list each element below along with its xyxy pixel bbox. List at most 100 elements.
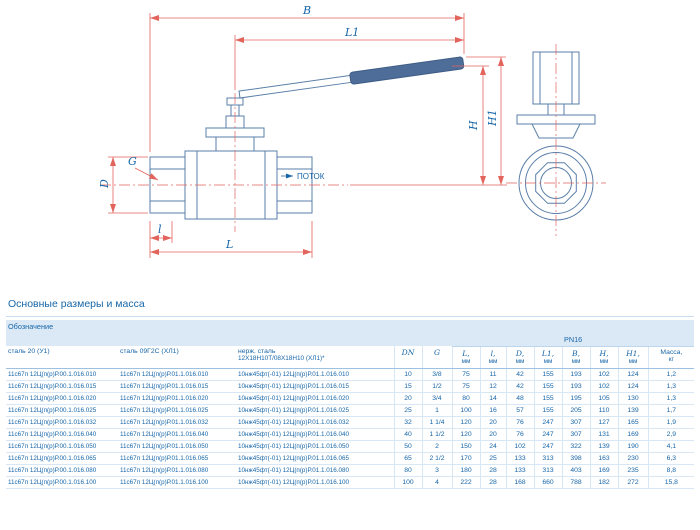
value-cell: 6,3 — [647, 451, 695, 464]
column-header: G — [421, 346, 452, 369]
value-cell: 14 — [479, 391, 506, 404]
column-header: Масса,кг — [647, 346, 695, 369]
value-cell: 1,9 — [647, 415, 695, 428]
value-cell: 3 — [421, 463, 452, 476]
value-cell: 139 — [617, 403, 648, 416]
value-cell: 1 — [421, 403, 452, 416]
value-cell: 16 — [479, 403, 506, 416]
handle-lever — [238, 74, 354, 99]
value-cell: 2,9 — [647, 427, 695, 440]
designation-label: Обозначение — [6, 320, 695, 333]
valve-side-view — [506, 44, 606, 236]
designation-cell: 11с67п 12Ц(п(р)Р.01.1.016.015 — [118, 379, 236, 392]
value-cell: 24 — [479, 439, 506, 452]
designation-cell: 10нж45фт(-01) 12Ц(п(р)Р.01.1.016.065 — [236, 451, 394, 464]
designation-cell: 11с67п 12Ц(п(р)Р.01.1.016.065 — [118, 451, 236, 464]
value-cell: 788 — [561, 475, 590, 489]
value-cell: 398 — [561, 451, 590, 464]
pn-band-spacer — [6, 333, 452, 346]
value-cell: 15 — [393, 379, 422, 392]
dimensions-table: Обозначение PN16 сталь 20 (У1)сталь 09Г2… — [6, 320, 695, 489]
value-cell: 57 — [505, 403, 534, 416]
value-cell: 313 — [533, 451, 562, 464]
value-cell: 75 — [451, 367, 480, 380]
dimension-G: G — [128, 155, 159, 181]
value-cell: 1,2 — [647, 367, 695, 380]
value-cell: 1,3 — [647, 379, 695, 392]
value-cell: 247 — [533, 427, 562, 440]
value-cell: 195 — [561, 391, 590, 404]
dim-label-L: L — [225, 238, 233, 251]
value-cell: 235 — [617, 463, 648, 476]
value-cell: 76 — [505, 427, 534, 440]
designation-cell: 11с67п 12Ц(п(р)Р.01.1.016.080 — [118, 463, 236, 476]
value-cell: 660 — [533, 475, 562, 489]
value-cell: 150 — [451, 439, 480, 452]
value-cell: 20 — [479, 415, 506, 428]
value-cell: 42 — [505, 367, 534, 380]
designation-cell: 11с67п 12Ц(п(р)Р.00.1.016.015 — [6, 379, 118, 392]
value-cell: 230 — [617, 451, 648, 464]
value-cell: 307 — [561, 415, 590, 428]
value-cell: 3/8 — [421, 367, 452, 380]
designation-cell: 10нж45фт(-01) 12Ц(п(р)Р.01.1.016.010 — [236, 367, 394, 380]
column-header: сталь 20 (У1) — [6, 346, 118, 369]
designation-cell: 11с67п 12Ц(п(р)Р.01.1.016.032 — [118, 415, 236, 428]
value-cell: 307 — [561, 427, 590, 440]
handle-grip — [349, 56, 465, 85]
dimension-l: l — [150, 221, 173, 243]
dimension-D: D — [98, 156, 148, 214]
value-cell: 25 — [393, 403, 422, 416]
value-cell: 193 — [561, 367, 590, 380]
dim-label-l: l — [158, 223, 162, 236]
value-cell: 65 — [393, 451, 422, 464]
value-cell: 25 — [479, 451, 506, 464]
designation-cell: 10нж45фт(-01) 12Ц(п(р)Р.01.1.016.050 — [236, 439, 394, 452]
dim-label-D: D — [98, 179, 111, 189]
value-cell: 155 — [533, 391, 562, 404]
pn-label: PN16 — [452, 333, 695, 347]
value-cell: 133 — [505, 451, 534, 464]
dimension-B: B — [149, 4, 465, 152]
designation-band-row: Обозначение — [6, 320, 695, 333]
section-title: Основные размеры и масса — [8, 298, 145, 310]
dimension-L1: L1 — [234, 26, 464, 90]
designation-cell: 10нж45фт(-01) 12Ц(п(р)Р.01.1.016.100 — [236, 475, 394, 489]
designation-cell: 11с67п 12Ц(п(р)Р.00.1.016.100 — [6, 475, 118, 489]
designation-cell: 11с67п 12Ц(п(р)Р.00.1.016.080 — [6, 463, 118, 476]
designation-cell: 11с67п 12Ц(п(р)Р.00.1.016.010 — [6, 367, 118, 380]
designation-cell: 11с67п 12Ц(п(р)Р.00.1.016.025 — [6, 403, 118, 416]
value-cell: 102 — [505, 439, 534, 452]
value-cell: 1 1/2 — [421, 427, 452, 440]
value-cell: 163 — [589, 451, 618, 464]
value-cell: 169 — [589, 463, 618, 476]
value-cell: 193 — [561, 379, 590, 392]
value-cell: 322 — [561, 439, 590, 452]
value-cell: 403 — [561, 463, 590, 476]
value-cell: 32 — [393, 415, 422, 428]
dim-label-H1: H1 — [486, 109, 499, 127]
value-cell: 247 — [533, 439, 562, 452]
value-cell: 4,1 — [647, 439, 695, 452]
designation-cell: 11с67п 12Ц(п(р)Р.01.1.016.025 — [118, 403, 236, 416]
value-cell: 76 — [505, 415, 534, 428]
value-cell: 75 — [451, 379, 480, 392]
designation-cell: 10нж45фт(-01) 12Ц(п(р)Р.01.1.016.025 — [236, 403, 394, 416]
designation-cell: 11с67п 12Ц(п(р)Р.00.1.016.032 — [6, 415, 118, 428]
valve-front-view: ПОТОК — [149, 56, 465, 220]
column-header: D,мм — [505, 346, 534, 369]
dim-label-G: G — [128, 155, 137, 168]
value-cell: 8,8 — [647, 463, 695, 476]
dim-label-B: B — [302, 4, 311, 17]
designation-cell: 10нж45фт(-01) 12Ц(п(р)Р.01.1.016.080 — [236, 463, 394, 476]
value-cell: 42 — [505, 379, 534, 392]
dimension-H: H — [350, 65, 507, 186]
designation-cell: 10нж45фт(-01) 12Ц(п(р)Р.01.1.016.020 — [236, 391, 394, 404]
